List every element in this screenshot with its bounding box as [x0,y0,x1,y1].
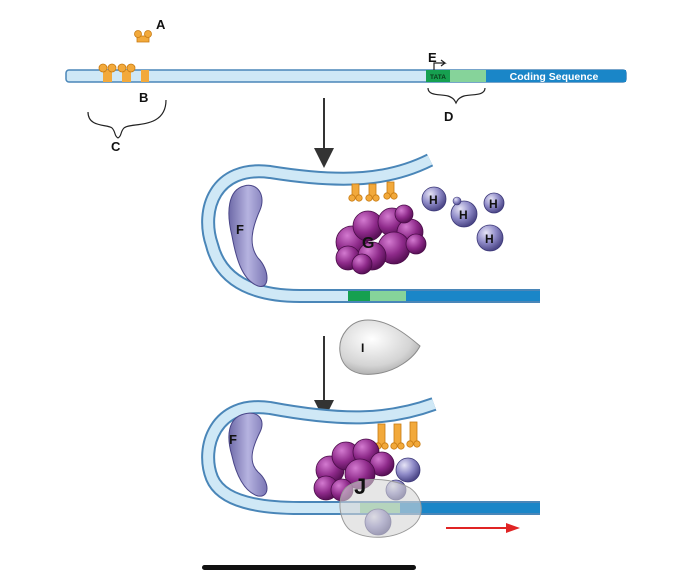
dna-loop-middle [201,153,540,303]
transcription-factor-h1: H [421,186,447,212]
enhancer-region [98,63,149,82]
tata-box-label: TATA [430,74,446,81]
brace-d [427,87,486,105]
transcription-factor-h3: H [483,192,505,214]
dna-strand-top: TATA Coding Sequence [65,69,627,83]
activator-protein [98,63,117,82]
transcription-factor-h2: H [450,196,478,228]
transcription-direction-arrow [446,523,520,533]
label-c: C [111,139,121,154]
svg-text:H: H [429,193,438,207]
label-f1: F [236,222,244,237]
bending-protein [228,184,268,287]
coding-sequence-label: Coding Sequence [510,71,599,83]
bound-activators [374,421,421,450]
label-i: I [361,341,364,355]
mediator-complex [335,204,427,275]
free-activator [134,30,152,43]
label-a: A [156,17,166,32]
activator-protein [117,63,136,82]
tata-box [426,70,450,82]
brace-c [87,99,167,139]
label-j: J [354,474,366,499]
transcription-factor-h4: H [476,224,504,252]
svg-text:H: H [459,208,468,222]
bending-protein [228,412,268,497]
pre-initiation-complex [339,478,422,538]
mediator-complex [313,438,395,502]
tss-marker [433,59,447,70]
rna-polymerase [339,319,421,375]
label-g: G [362,235,374,252]
svg-text:H: H [489,197,498,211]
label-d: D [444,109,453,124]
bound-activators [348,181,398,202]
home-indicator[interactable] [202,565,416,570]
label-f2: F [229,432,237,447]
svg-text:H: H [485,232,494,246]
coding-sequence [486,70,626,82]
label-b: B [139,90,148,105]
label-e: E [428,50,437,65]
